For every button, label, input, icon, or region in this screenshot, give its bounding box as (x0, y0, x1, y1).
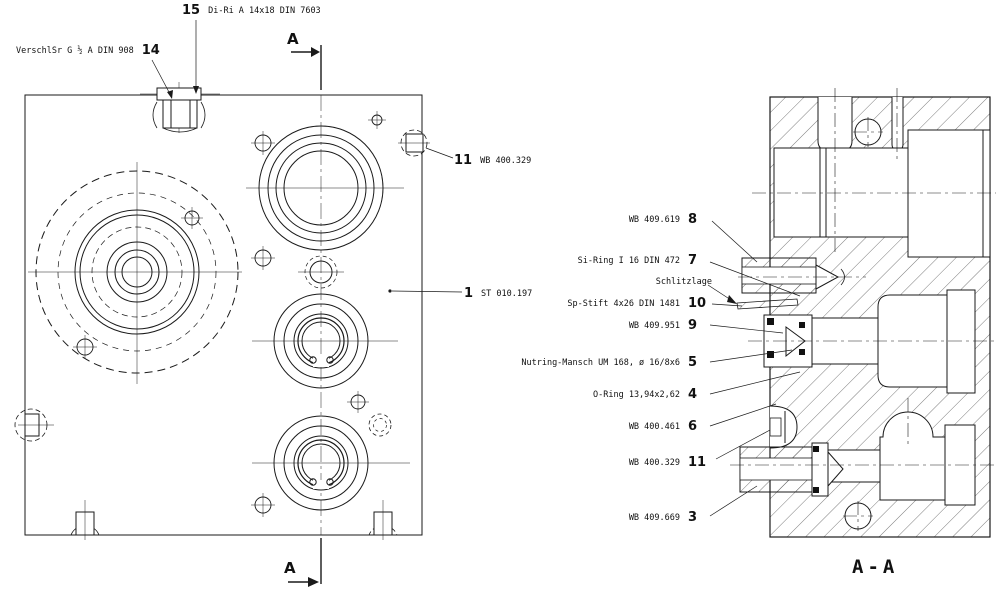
section-title: A-A (852, 556, 899, 578)
callout-6-number: 6 (688, 419, 698, 434)
callout-3-number: 3 (688, 510, 698, 525)
section-marker-bottom: A (284, 559, 296, 577)
callout-11-number: 11 (688, 455, 707, 470)
corner-plug-top-right (398, 129, 430, 157)
plug-8 (741, 257, 845, 294)
callout-11-text: WB 400.329 (628, 457, 680, 468)
callout-8: WB 409.619 8 (500, 212, 712, 228)
callout-front-11-text: WB 400.329 (480, 155, 532, 166)
callout-9: WB 409.951 9 (500, 318, 712, 334)
callout-schlitzlage: Schlitzlage (500, 274, 719, 290)
bottom-bolt-right (368, 500, 398, 540)
callout-5: Nutring-Mansch UM 168, ø 16/8x6 5 (500, 355, 712, 371)
callout-14-text: VerschlSr G ½ A DIN 908 (16, 45, 134, 56)
callout-4: O-Ring 13,94x2,62 4 (500, 387, 712, 403)
callout-15-text: Di-Ri A 14x18 DIN 7603 (208, 5, 321, 16)
callout-7: Si-Ring I 16 DIN 472 7 (500, 253, 712, 269)
section-cut-marks (288, 45, 322, 587)
callout-5-text: Nutring-Mansch UM 168, ø 16/8x6 (521, 357, 680, 368)
cartridge-9 (763, 314, 813, 368)
callout-11: WB 400.329 11 (500, 455, 712, 471)
section-marker-top: A (287, 30, 299, 48)
bottom-bolt-left (70, 500, 100, 540)
callout-10-number: 10 (688, 296, 707, 311)
callout-15: 15 Di-Ri A 14x18 DIN 7603 (182, 3, 321, 19)
hex-pocket-6 (769, 405, 798, 449)
callout-9-text: WB 409.951 (628, 320, 680, 331)
callout-14: VerschlSr G ½ A DIN 908 14 (16, 43, 160, 59)
callout-schlitzlage-text: Schlitzlage (655, 276, 712, 287)
callout-8-text: WB 409.619 (628, 214, 680, 225)
callout-7-text: Si-Ring I 16 DIN 472 (577, 255, 680, 266)
callout-4-number: 4 (688, 387, 698, 402)
top-plug (140, 82, 220, 133)
callout-front-1-text: ST 010.197 (481, 288, 533, 299)
section-leaders (707, 220, 801, 517)
callout-front-11: 11 WB 400.329 (454, 153, 531, 169)
callout-6: WB 400.461 6 (500, 419, 712, 435)
callout-front-1: 1 ST 010.197 (464, 286, 532, 302)
callout-9-number: 9 (688, 318, 698, 333)
callout-3-text: WB 409.669 (628, 512, 680, 523)
callout-10: Sp-Stift 4x26 DIN 1481 10 (500, 296, 712, 312)
callout-front-1-number: 1 (464, 286, 474, 301)
front-view-drawing (14, 20, 463, 587)
edge-plug-left (14, 408, 54, 442)
callout-3: WB 409.669 3 (500, 510, 712, 526)
front-leaders (151, 20, 463, 293)
callout-5-number: 5 (688, 355, 698, 370)
plug-3 (739, 442, 844, 497)
section-view-drawing (707, 88, 996, 538)
spring-pin-10 (736, 298, 799, 310)
callout-14-number: 14 (141, 43, 160, 58)
callout-6-text: WB 400.461 (628, 421, 680, 432)
callout-front-11-number: 11 (454, 153, 473, 168)
callout-8-number: 8 (688, 212, 698, 227)
callout-7-number: 7 (688, 253, 698, 268)
callout-4-text: O-Ring 13,94x2,62 (593, 389, 680, 400)
callout-10-text: Sp-Stift 4x26 DIN 1481 (567, 298, 680, 309)
callout-15-number: 15 (182, 3, 201, 18)
centerlines (730, 88, 996, 531)
